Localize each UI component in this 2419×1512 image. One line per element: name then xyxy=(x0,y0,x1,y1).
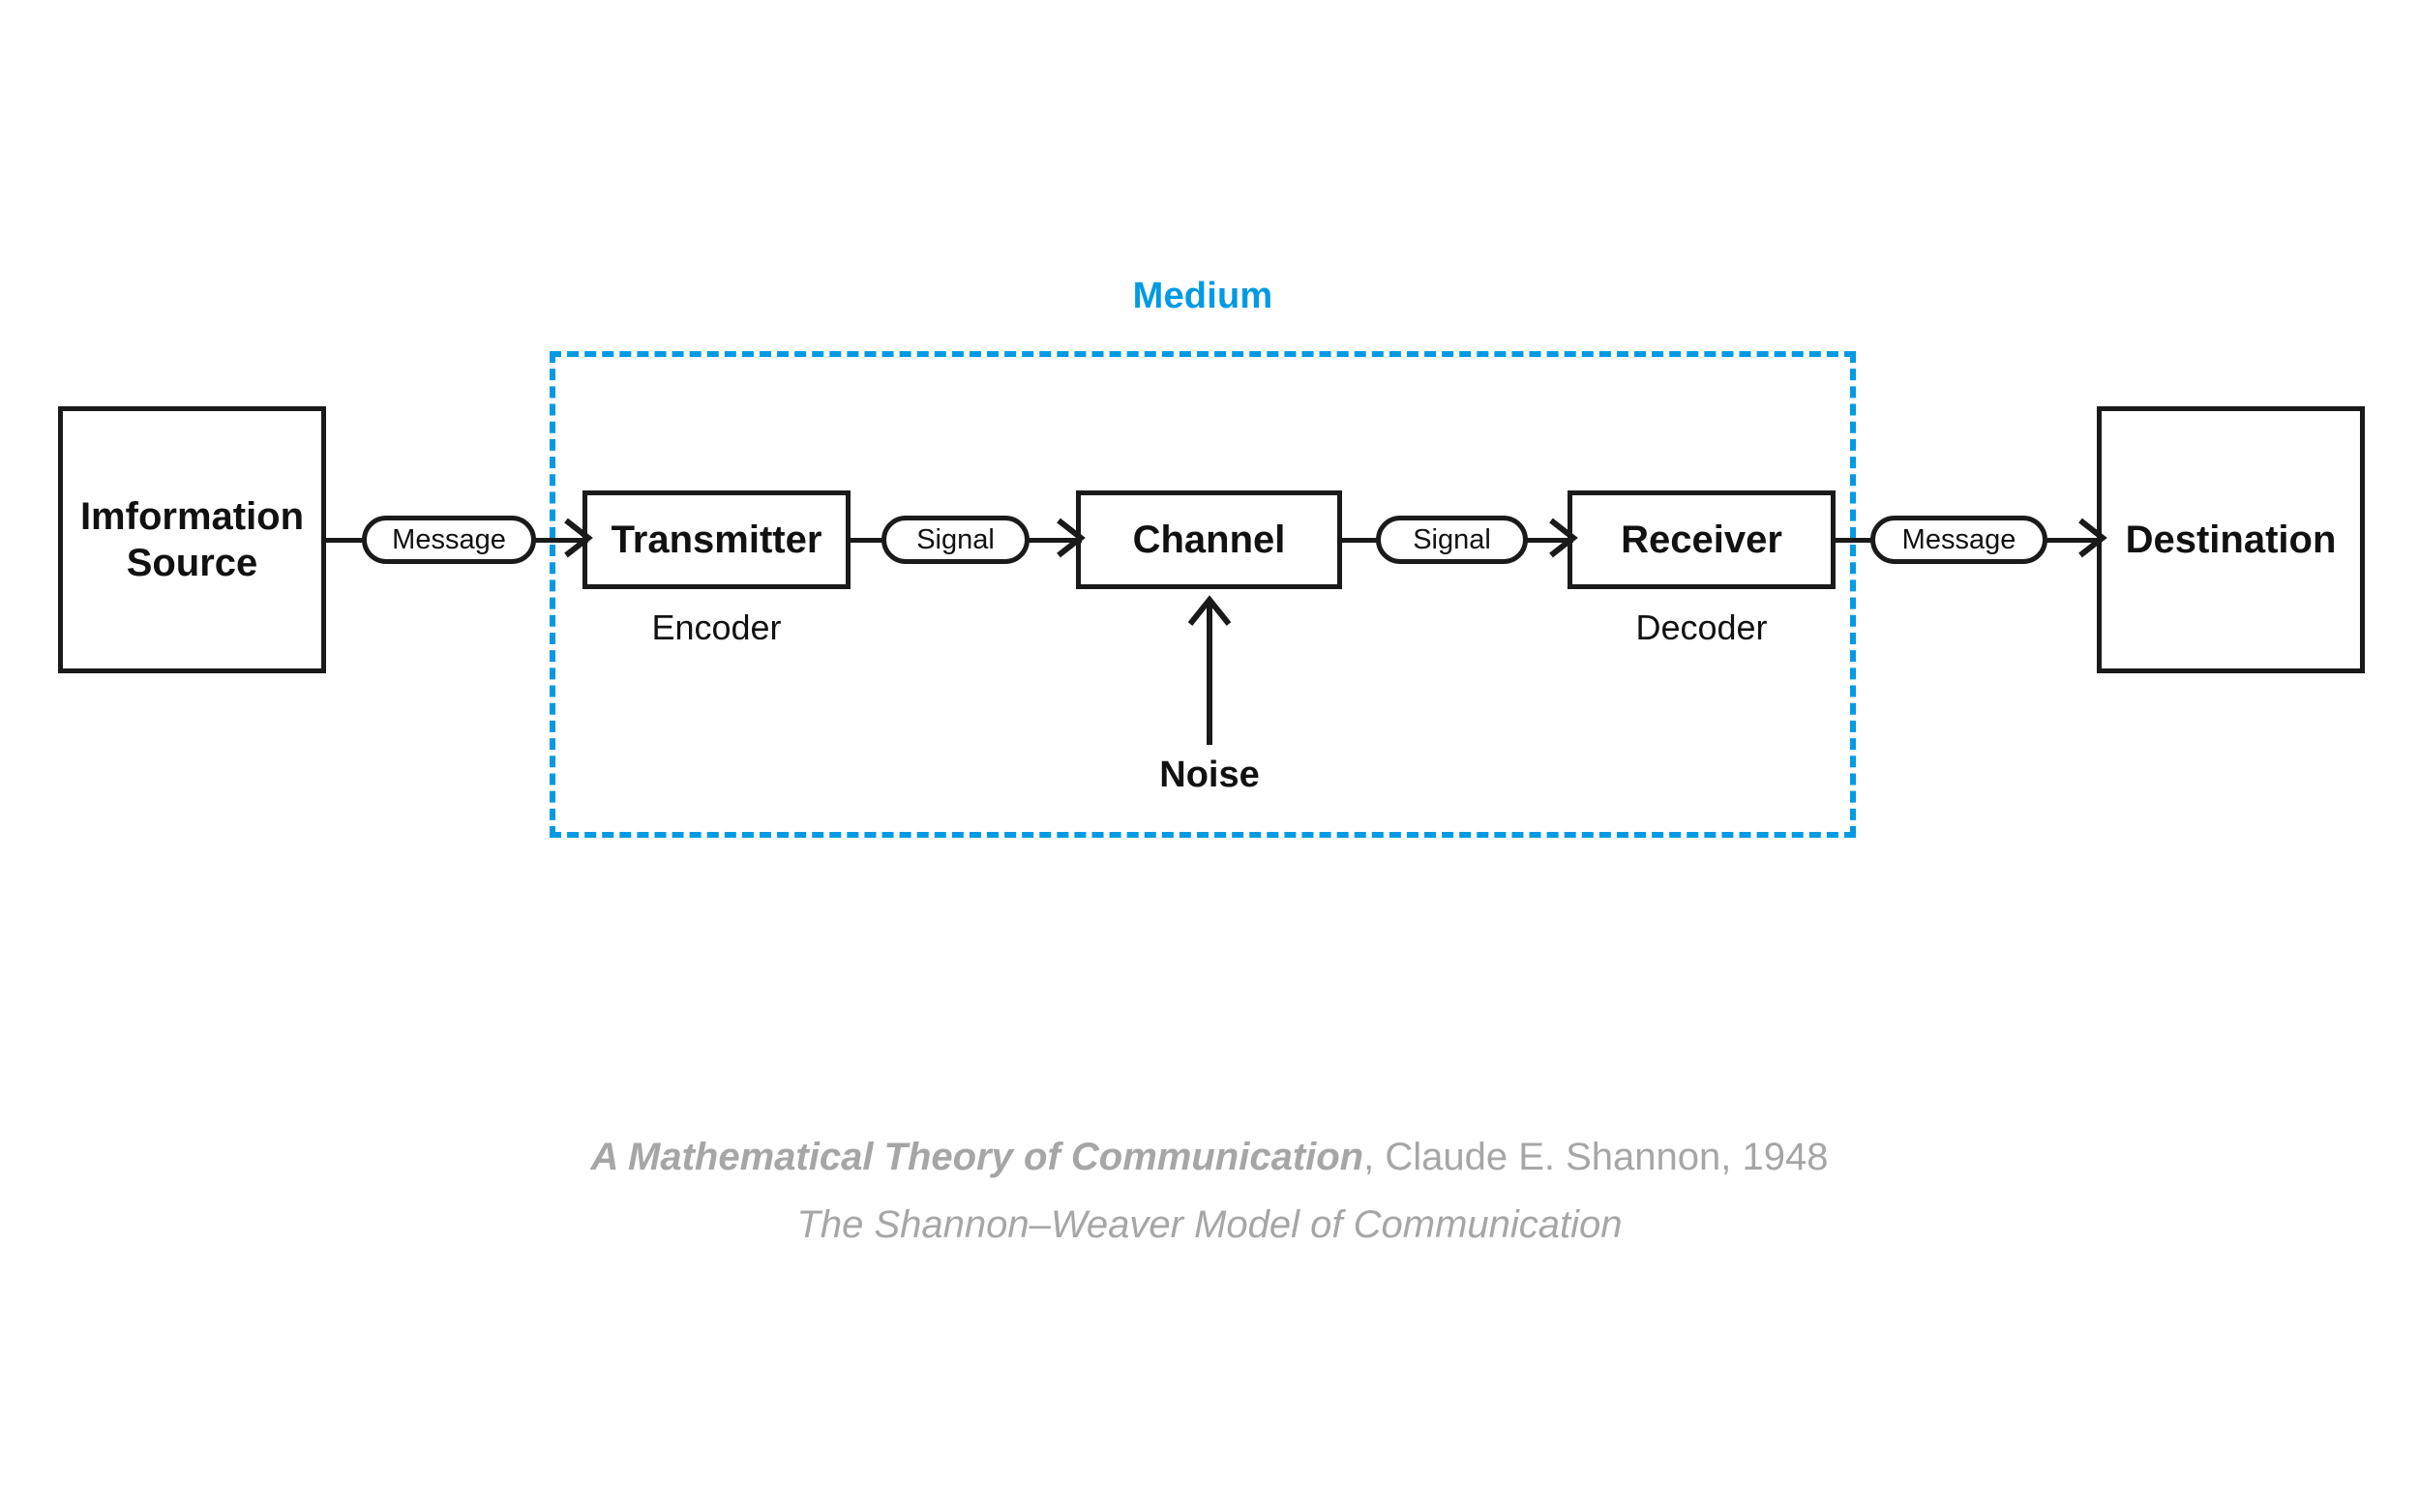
node-transmitter[interactable]: Transmitter xyxy=(582,490,851,589)
node-transmitter-label: Transmitter xyxy=(611,519,822,561)
edge-label-signal-left: Signal xyxy=(881,516,1030,564)
edge-label-message-right: Message xyxy=(1870,516,2047,564)
connector-channel-to-signal2 xyxy=(1340,538,1381,543)
caption-paper-title: A Mathematical Theory of Communication xyxy=(590,1136,1364,1178)
connector-receiver-to-message2 xyxy=(1833,538,1875,543)
caption-author-year: , Claude E. Shannon, 1948 xyxy=(1363,1136,1829,1178)
medium-label: Medium xyxy=(1132,276,1273,316)
node-information-source[interactable]: Imformation Source xyxy=(58,406,326,673)
edge-label-signal-right: Signal xyxy=(1376,516,1528,564)
connector-source-to-message xyxy=(326,538,365,543)
medium-region-boundary xyxy=(550,351,1856,838)
connector-signal-to-channel xyxy=(1026,538,1082,543)
connector-message-to-transmitter xyxy=(532,538,588,543)
edge-label-message-left: Message xyxy=(362,516,536,564)
receiver-sublabel-decoder: Decoder xyxy=(1635,608,1768,647)
caption-line-2: The Shannon–Weaver Model of Communicatio… xyxy=(796,1203,1623,1246)
node-information-source-label: Imformation Source xyxy=(79,495,305,584)
noise-label: Noise xyxy=(1159,755,1260,795)
connector-transmitter-to-signal xyxy=(848,538,886,543)
node-receiver-label: Receiver xyxy=(1621,519,1782,561)
node-destination[interactable]: Destination xyxy=(2097,406,2365,673)
transmitter-sublabel-encoder: Encoder xyxy=(651,608,782,647)
node-channel[interactable]: Channel xyxy=(1076,490,1342,589)
caption-line-1: A Mathematical Theory of Communication, … xyxy=(0,1132,2419,1182)
connector-signal2-to-receiver xyxy=(1523,538,1573,543)
node-channel-label: Channel xyxy=(1132,519,1286,561)
connector-message2-to-destination xyxy=(2044,538,2102,543)
node-receiver[interactable]: Receiver xyxy=(1568,490,1836,589)
node-destination-label: Destination xyxy=(2125,519,2337,561)
